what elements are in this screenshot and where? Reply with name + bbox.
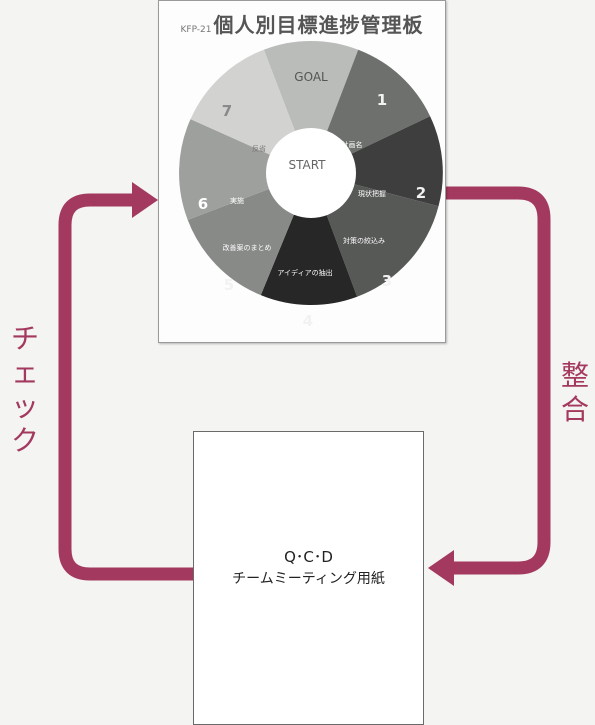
meeting-paper: Q･C･D チームミーティング用紙 <box>193 431 424 725</box>
paper-line-1: Q･C･D <box>284 548 333 566</box>
progress-wheel: GOAL START 1 2 3 4 5 6 7 計画名 現状把握 対策の絞込み… <box>179 40 443 330</box>
item-5: 改善案のまとめ <box>223 243 272 252</box>
number-1: 1 <box>377 91 387 109</box>
item-4: アイディアの抽出 <box>277 268 332 277</box>
align-label-char: 合 <box>560 393 589 426</box>
item-2: 現状把握 <box>358 189 386 198</box>
sector-2 <box>311 116 443 207</box>
board-code: KFP-21 <box>180 25 212 35</box>
check-label: チェック <box>8 322 42 458</box>
number-3: 3 <box>382 272 392 290</box>
sector-goal <box>263 40 359 174</box>
item-6: 実施 <box>230 196 244 205</box>
number-7: 7 <box>222 102 232 120</box>
align-arrowhead <box>428 550 454 586</box>
sector-6 <box>179 119 311 220</box>
align-label-char: 整 <box>560 359 589 392</box>
item-7: 反省 <box>252 144 266 153</box>
check-label-char: チ <box>10 322 39 355</box>
item-1: 計画名 <box>342 140 363 149</box>
number-2: 2 <box>416 184 426 202</box>
wheel-center <box>266 128 356 218</box>
check-label-char: ェ <box>10 356 39 389</box>
board-title-text: 個人別目標進捗管理板 <box>213 13 424 37</box>
align-label: 整合 <box>558 359 592 427</box>
item-3: 対策の絞込み <box>343 236 385 245</box>
check-arrowhead <box>132 182 158 218</box>
goal-label: GOAL <box>294 70 328 84</box>
paper-line-2: チームミーティング用紙 <box>232 571 385 587</box>
align-arrow-path <box>446 186 551 575</box>
check-label-char: ッ <box>10 390 39 423</box>
number-5: 5 <box>224 276 234 294</box>
check-label-char: ク <box>10 424 39 457</box>
check-arrow-path <box>58 193 193 581</box>
sector-4 <box>260 173 358 306</box>
number-4: 4 <box>303 312 313 330</box>
number-6: 6 <box>198 195 208 213</box>
start-label: START <box>288 158 326 172</box>
